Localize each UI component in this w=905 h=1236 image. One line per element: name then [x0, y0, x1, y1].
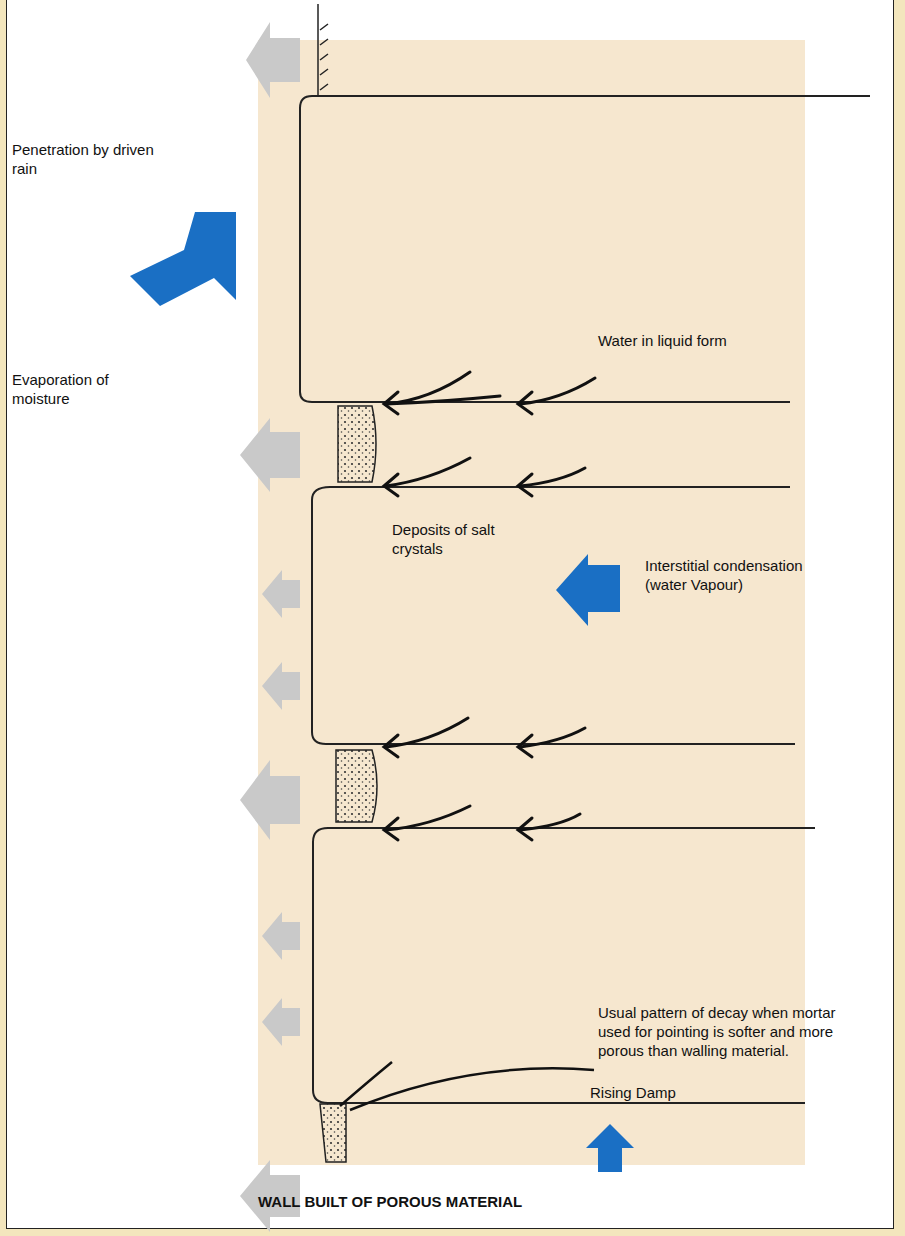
wall-ground — [258, 40, 805, 1165]
moisture-arrows — [130, 212, 634, 1172]
stone-outlines — [300, 96, 870, 1103]
annotation-label: Deposits of salt crystals — [392, 520, 542, 558]
evaporation-arrows — [240, 22, 300, 1232]
diagram-caption: WALL BUILT OF POROUS MATERIAL — [258, 1192, 678, 1211]
coping-hatch — [318, 4, 328, 95]
annotation-label: Evaporation of moisture — [12, 370, 162, 408]
annotation-label: Penetration by driven rain — [12, 140, 162, 178]
annotation-label: Usual pattern of decay when mortar used … — [598, 1003, 848, 1060]
annotation-label: Water in liquid form — [598, 331, 798, 350]
salt-deposits — [320, 406, 377, 1162]
annotation-label: Interstitial condensation (water Vapour) — [645, 556, 845, 594]
annotation-label: Rising Damp — [590, 1083, 720, 1102]
leader-line — [340, 1062, 392, 1106]
water-flow-arrows — [384, 372, 595, 840]
leader-line — [350, 1068, 594, 1110]
